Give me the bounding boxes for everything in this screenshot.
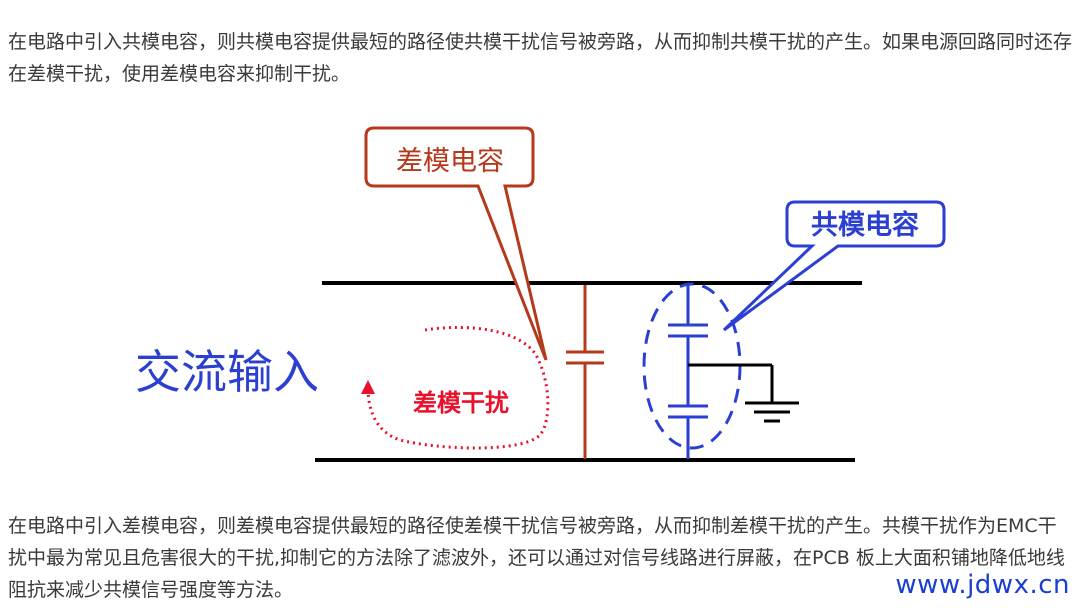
dm-capacitor-label: 差模电容: [396, 146, 504, 177]
dm-noise-arrow: [361, 380, 375, 394]
body-paragraph: 在电路中引入差模电容，则差模电容提供最短的路径使差模干扰信号被旁路，从而抑制差模…: [8, 515, 1065, 601]
cm-capacitor-callout: 共模电容: [722, 200, 946, 332]
cm-capacitors: [668, 285, 708, 459]
dm-capacitor: [566, 285, 604, 459]
ground-symbol: [688, 363, 799, 423]
dm-noise-label: 差模干扰: [413, 389, 509, 417]
intro-paragraph: 在电路中引入共模电容，则共模电容提供最短的路径使共模干扰信号被旁路，从而抑制共模…: [8, 31, 1073, 85]
dm-capacitor-callout: 差模电容: [364, 126, 548, 361]
ac-input-label: 交流输入: [135, 345, 319, 399]
watermark: www.jdwx.cn: [895, 570, 1070, 600]
emc-capacitor-diagram: 交流输入 差模电容 共模电容 差模干扰: [135, 126, 946, 462]
cm-capacitor-label: 共模电容: [811, 209, 919, 241]
dm-noise-loop: [366, 325, 550, 450]
